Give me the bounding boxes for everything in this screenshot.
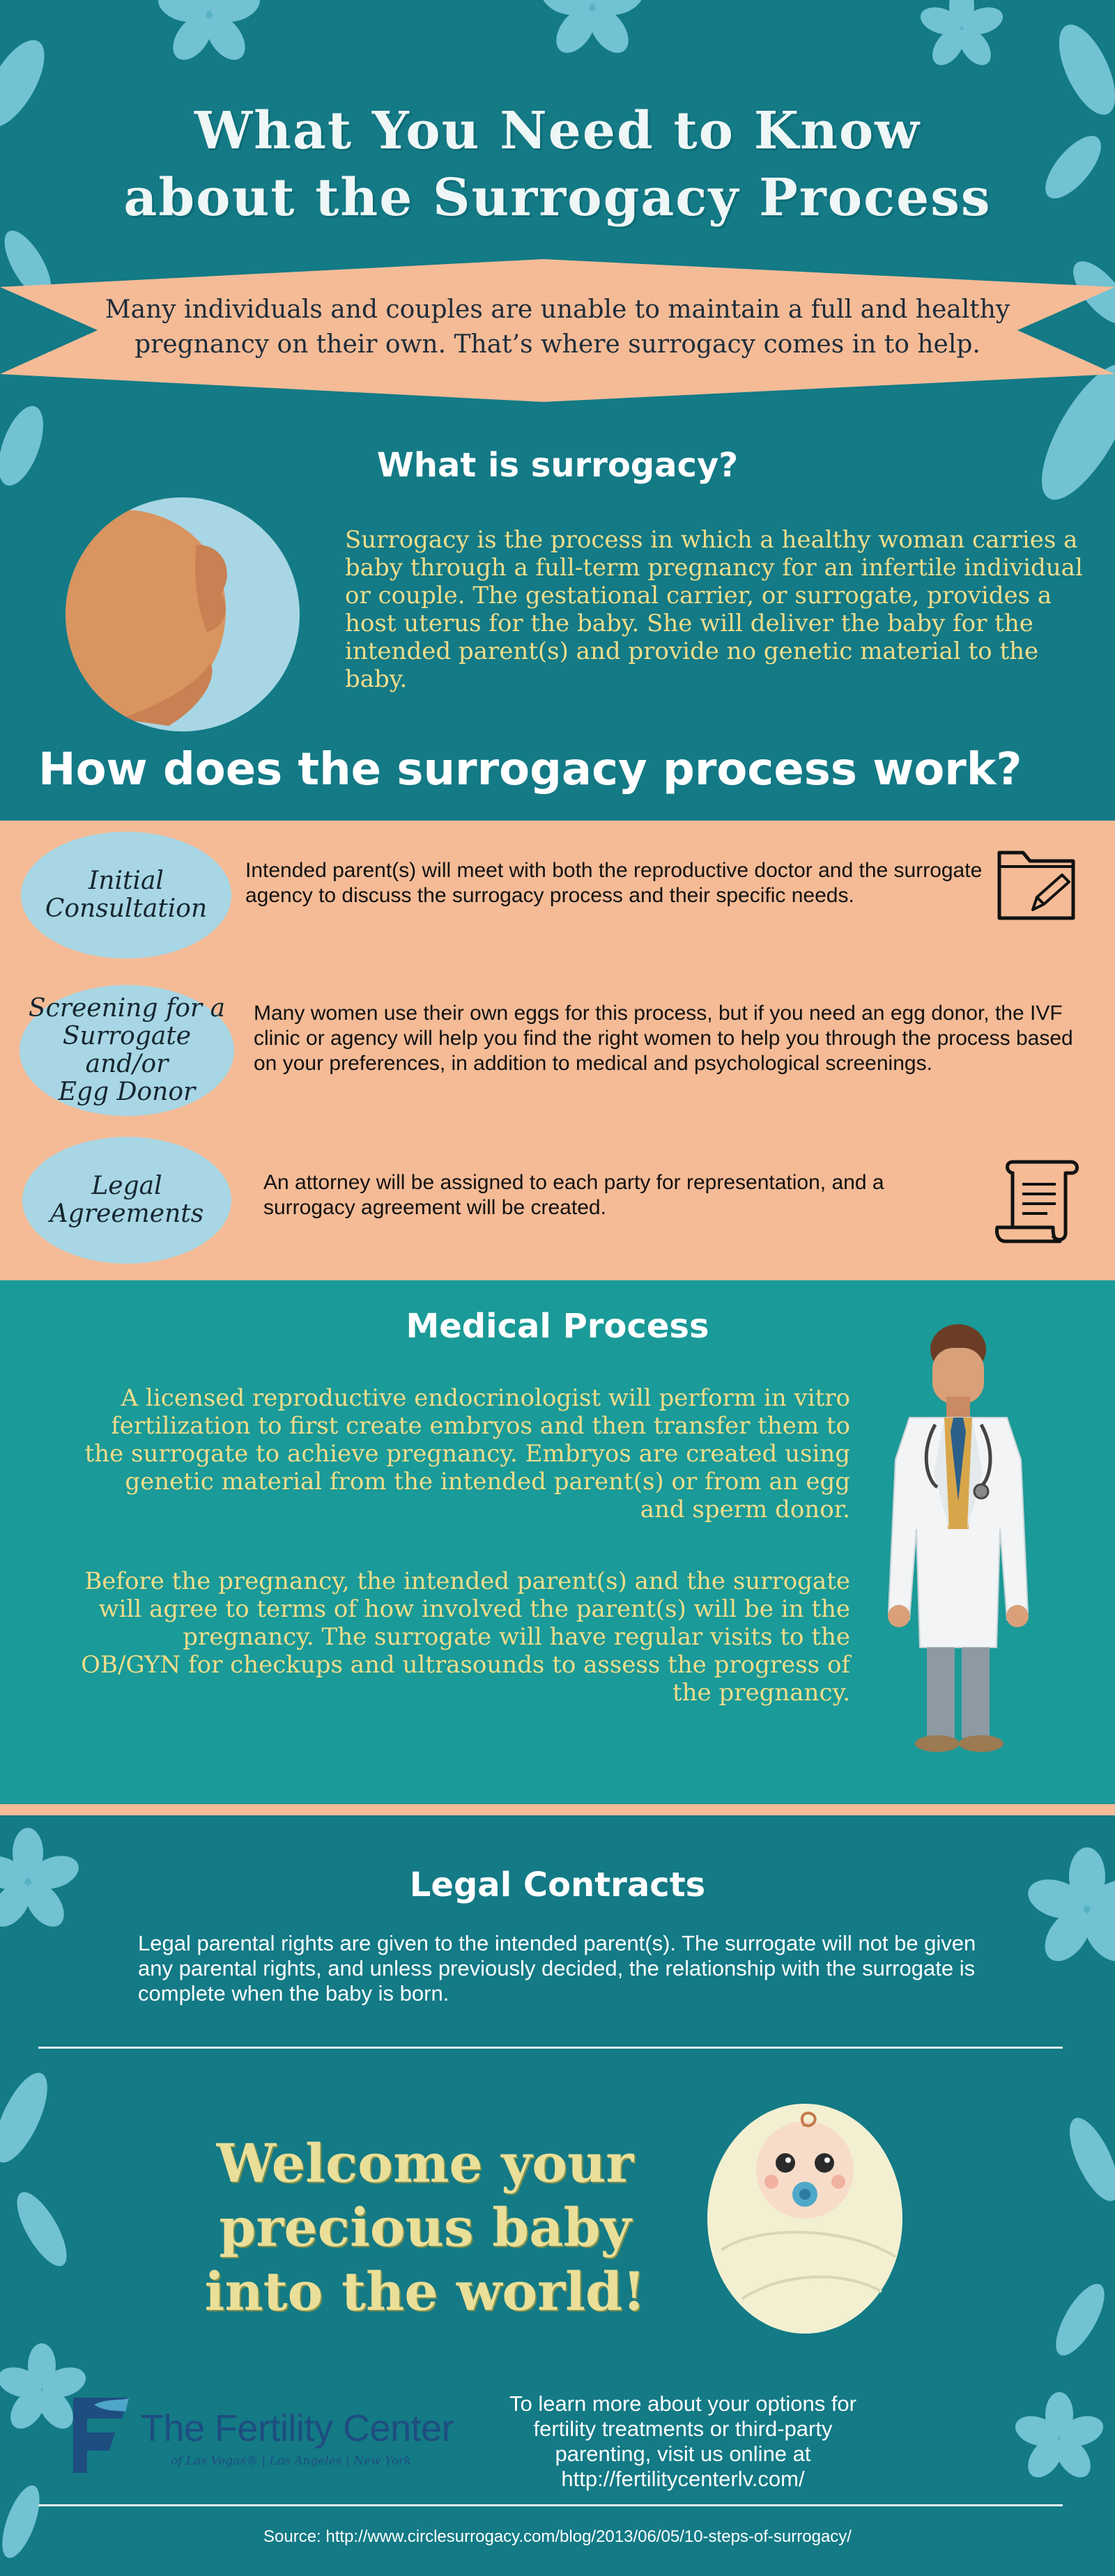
title-line-1: What You Need to Know bbox=[194, 101, 921, 161]
source-citation: Source: http://www.circlesurrogacy.com/b… bbox=[263, 2527, 852, 2546]
welcome-text: Welcome your precious baby into the worl… bbox=[118, 2132, 732, 2324]
step-legal-agreements: Legal Agreements bbox=[22, 1137, 231, 1264]
what-is-body: Surrogacy is the process in which a heal… bbox=[345, 526, 1083, 693]
step-2-text: Many women use their own eggs for this p… bbox=[254, 1002, 1073, 1075]
medical-paragraph-2: Before the pregnancy, the intended paren… bbox=[81, 1567, 850, 1707]
welcome-line-2: precious baby bbox=[219, 2196, 631, 2258]
what-is-heading: What is surrogacy? bbox=[376, 446, 739, 485]
divider-line bbox=[38, 2047, 1063, 2049]
step-2-label-line-2: Surrogate and/or bbox=[62, 1022, 192, 1078]
folder-pencil-icon bbox=[997, 851, 1075, 920]
process-heading: How does the surrogacy process work? bbox=[38, 744, 1022, 796]
welcome-line-1: Welcome your bbox=[216, 2132, 634, 2194]
step-3-label-line-2: Agreements bbox=[49, 1200, 204, 1228]
intro-banner bbox=[0, 259, 1115, 402]
step-screening: Screening for a Surrogate and/or Egg Don… bbox=[20, 985, 234, 1116]
intro-text: Many individuals and couples are unable … bbox=[56, 293, 1059, 362]
step-2-label-line-3: Egg Donor bbox=[58, 1078, 196, 1106]
medical-paragraph-1: A licensed reproductive endocrinologist … bbox=[84, 1384, 850, 1523]
scroll-document-icon bbox=[995, 1160, 1079, 1243]
section-divider-stripe bbox=[0, 1804, 1115, 1815]
fertility-center-logo-icon bbox=[73, 2398, 129, 2473]
step-2-label-line-1: Screening for a bbox=[28, 994, 226, 1023]
page-title: What You Need to Know about the Surrogac… bbox=[0, 98, 1115, 231]
step-3-label-line-1: Legal bbox=[91, 1172, 162, 1200]
medical-heading: Medical Process bbox=[406, 1307, 709, 1346]
learn-more-text: To learn more about your options for fer… bbox=[509, 2391, 856, 2491]
legal-body: Legal parental rights are given to the i… bbox=[138, 1931, 976, 2005]
logo-locations: of Las Vegas® | Los Angeles | New York bbox=[171, 2454, 412, 2468]
doctor-icon bbox=[887, 1324, 1029, 1752]
logo-name: The Fertility Center bbox=[141, 2407, 454, 2449]
step-3-text: An attorney will be assigned to each par… bbox=[263, 1171, 884, 1219]
step-1-label-line-2: Consultation bbox=[45, 894, 208, 923]
intro-line-2: pregnancy on their own. That’s where sur… bbox=[134, 330, 981, 359]
footer-divider-line bbox=[38, 2504, 1063, 2506]
intro-line-1: Many individuals and couples are unable … bbox=[105, 295, 1010, 324]
pregnant-belly-icon bbox=[66, 497, 300, 731]
step-1-label-line-1: Initial bbox=[89, 867, 164, 895]
step-1-text: Intended parent(s) will meet with both t… bbox=[245, 859, 983, 907]
legal-heading: Legal Contracts bbox=[409, 1865, 706, 1904]
welcome-line-3: into the world! bbox=[204, 2260, 646, 2322]
step-initial-consultation: Initial Consultation bbox=[21, 832, 231, 959]
baby-icon bbox=[707, 2104, 902, 2334]
title-line-2: about the Surrogacy Process bbox=[123, 168, 992, 228]
